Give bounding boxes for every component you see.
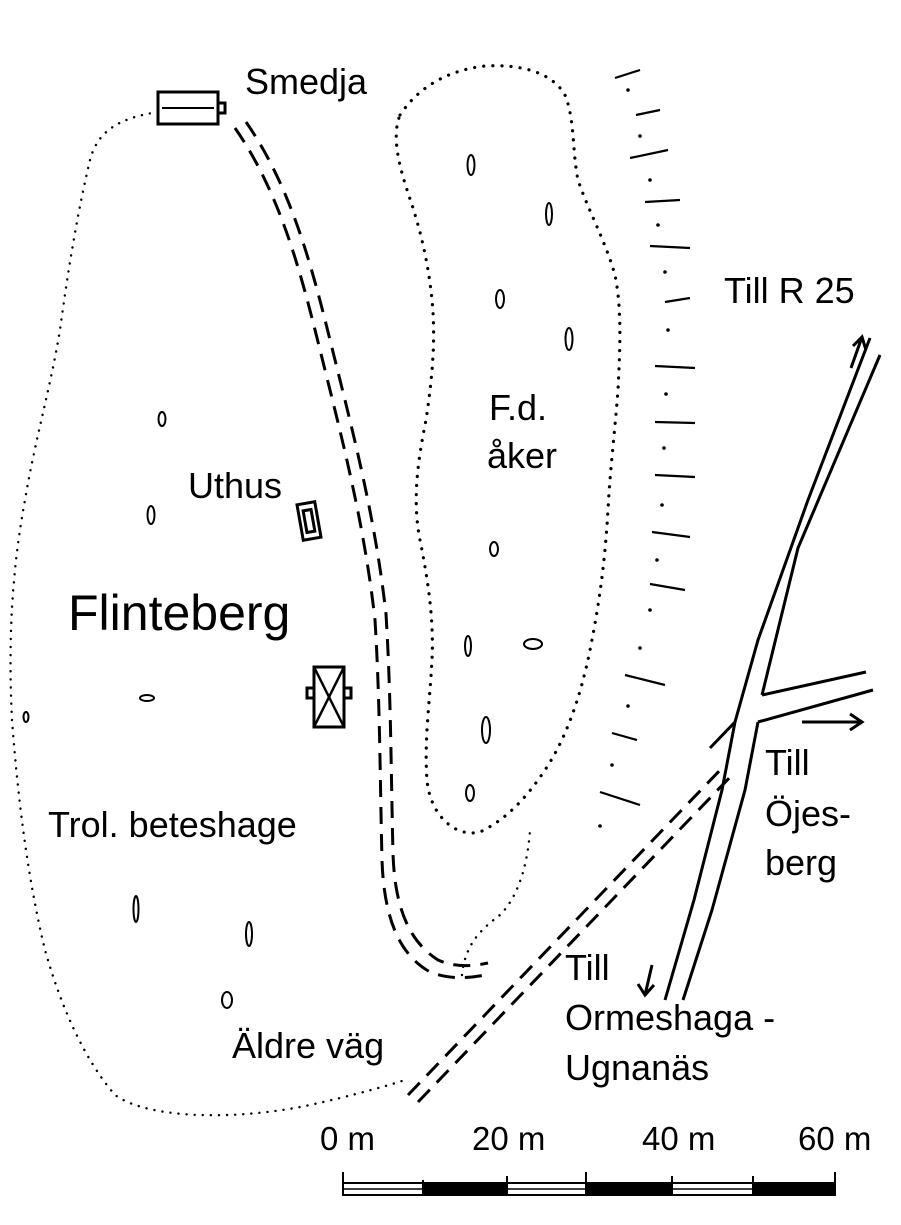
arrow-to-ojesberg <box>802 712 865 732</box>
pasture-boundary <box>9 110 407 1117</box>
scale-bar: 0 m 20 m 40 m 60 m <box>320 1120 871 1196</box>
building-main <box>305 665 353 729</box>
label-till-ojesberg-line1: Till <box>765 742 810 783</box>
label-till-ojesberg-line3: berg <box>765 842 837 883</box>
label-aldre-vag: Äldre väg <box>232 1025 384 1066</box>
scale-label-20: 20 m <box>472 1120 545 1157</box>
label-flinteberg: Flinteberg <box>68 585 290 641</box>
older-road <box>406 764 736 1104</box>
scale-label-40: 40 m <box>642 1120 715 1157</box>
scale-label-0: 0 m <box>320 1120 375 1157</box>
stones <box>22 154 574 1009</box>
label-fd: F.d. <box>489 387 547 428</box>
slope-dots <box>598 88 670 828</box>
label-smedja: Smedja <box>245 61 368 102</box>
modern-roads <box>663 337 882 1001</box>
label-aker: åker <box>487 435 557 476</box>
label-till-r25: Till R 25 <box>724 270 855 311</box>
pasture-boundary-east <box>460 828 532 977</box>
arrow-to-ormeshaga <box>636 964 656 998</box>
building-smedja <box>156 90 227 126</box>
old-track <box>233 121 489 980</box>
label-till-ormeshaga-line1: Till <box>565 947 610 988</box>
label-beteshage: Trol. beteshage <box>48 804 297 845</box>
slope-hachures <box>599 68 696 807</box>
label-till-ormeshaga-line3: Ugnanäs <box>565 1047 709 1088</box>
scale-label-60: 60 m <box>798 1120 871 1157</box>
arrow-to-r25 <box>849 334 868 369</box>
label-till-ormeshaga-line2: Ormeshaga - <box>565 997 775 1038</box>
label-uthus: Uthus <box>188 465 282 506</box>
label-till-ojesberg-line2: Öjes- <box>765 793 851 834</box>
building-uthus <box>295 499 323 543</box>
